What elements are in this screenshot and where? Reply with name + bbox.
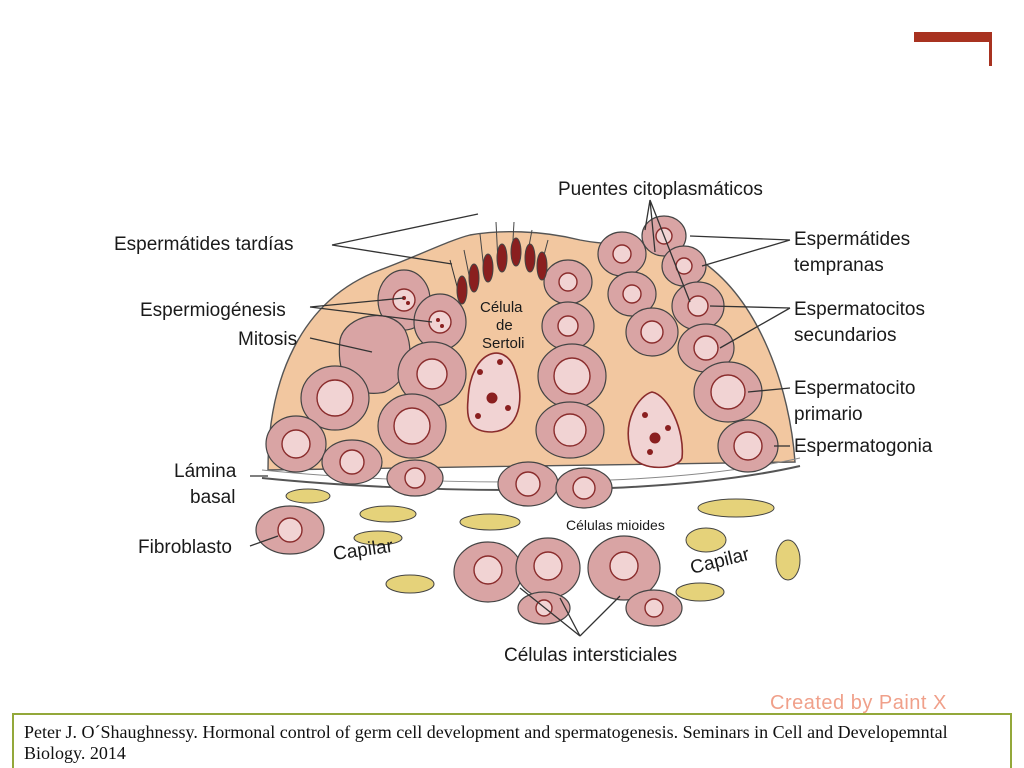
label-sertoli-3: Sertoli (482, 335, 525, 352)
label-espermatocitos-sec-1: Espermatocitos (794, 299, 925, 320)
label-espermatocito-pri-1: Espermatocito (794, 378, 915, 399)
label-espermatides-tardias: Espermátides tardías (114, 234, 294, 255)
label-lamina-1: Lámina (174, 461, 237, 482)
label-sertoli-1: Célula (480, 299, 523, 316)
label-espermatides-tempranas-2: tempranas (794, 255, 884, 276)
seminiferous-tubule-diagram: Puentes citoplasmáticos Espermátides tar… (114, 179, 933, 666)
label-mioides: Células mioides (566, 517, 665, 533)
label-intersticiales: Células intersticiales (504, 645, 677, 666)
label-capilar-left: Capilar (332, 536, 395, 565)
right-cell-column (597, 215, 779, 473)
label-lamina-2: basal (190, 487, 235, 508)
label-espermatogonia: Espermatogonia (794, 436, 933, 457)
sertoli-nucleus-right (627, 391, 684, 469)
label-espermiogenesis: Espermiogénesis (140, 300, 286, 321)
label-mitosis: Mitosis (238, 329, 297, 350)
corner-accent-tail (989, 32, 992, 66)
label-sertoli-2: de (496, 317, 513, 334)
middle-cell-column (497, 259, 613, 509)
interstitial-tissue (255, 488, 801, 627)
late-spermatids (449, 221, 549, 305)
label-espermatocitos-sec-2: secundarios (794, 325, 896, 346)
leader-lines (249, 199, 791, 637)
corner-accent-bar (914, 32, 992, 42)
label-puentes: Puentes citoplasmáticos (558, 179, 763, 200)
label-espermatides-tempranas-1: Espermátides (794, 229, 910, 250)
citation-box: Peter J. O´Shaughnessy. Hormonal control… (12, 713, 1012, 768)
watermark: Created by Paint X (770, 692, 947, 714)
label-fibroblasto: Fibroblasto (138, 537, 232, 558)
label-espermatocito-pri-2: primario (794, 404, 863, 425)
left-cell-column (265, 269, 467, 497)
